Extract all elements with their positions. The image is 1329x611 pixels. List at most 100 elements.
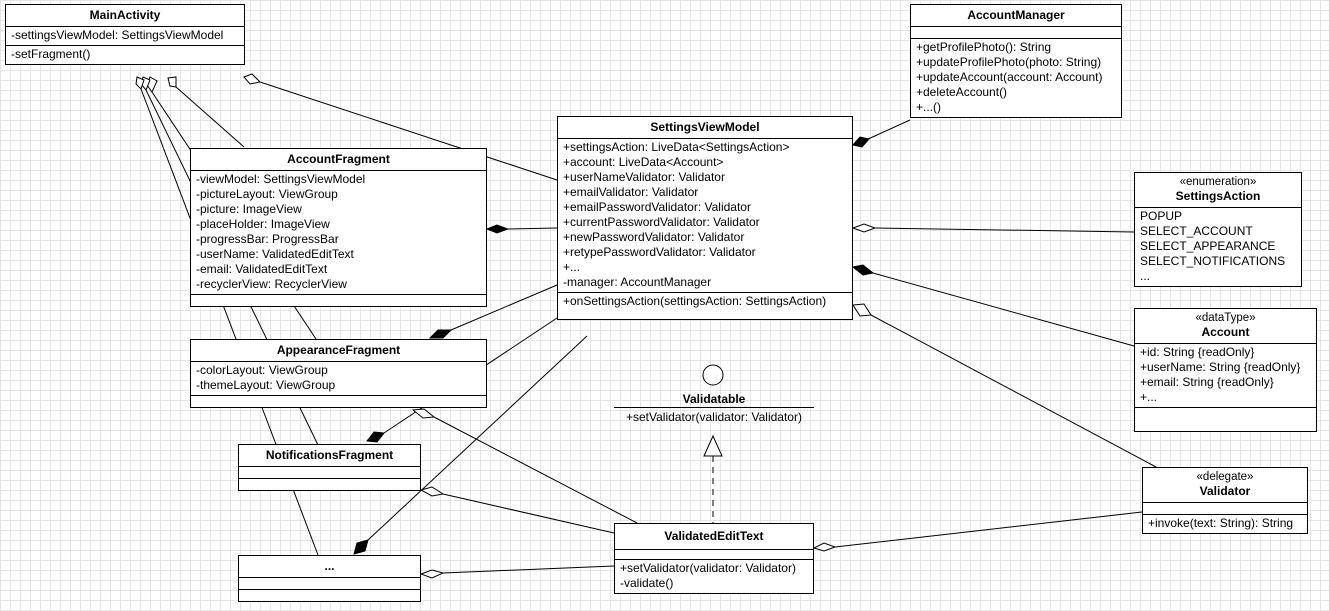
composition-diamond — [851, 264, 875, 276]
assoc-validatededittext-validator — [834, 511, 1143, 548]
enum-literal: POPUP — [1140, 209, 1183, 223]
attribute: +emailValidator: Validator — [563, 185, 699, 199]
composition-diamond — [366, 431, 385, 443]
assoc-settingsviewmodel-settingsaction — [874, 227, 1135, 233]
enum-settings-action[interactable]: «enumeration» SettingsAction POPUP SELEC… — [1134, 172, 1302, 287]
attribute: +account: LiveData<Account> — [563, 155, 724, 169]
datatype-account[interactable]: «dataType» Account +id: String {readOnly… — [1134, 308, 1317, 432]
class-account-fragment[interactable]: AccountFragment -viewModel: SettingsView… — [190, 148, 487, 307]
attribute: -placeHolder: ImageView — [196, 217, 330, 231]
class-name: AppearanceFragment — [191, 340, 486, 362]
literals-section: POPUP SELECT_ACCOUNT SELECT_APPEARANCE S… — [1135, 208, 1301, 286]
aggregation-diamond — [812, 542, 837, 552]
realization-arrowhead — [703, 434, 723, 457]
class-name: AccountManager — [911, 5, 1121, 27]
operation: +updateAccount(account: Account) — [916, 70, 1103, 84]
class-ellipsis[interactable]: ... — [238, 555, 421, 602]
aggregation-diamond — [135, 76, 145, 90]
class-name: «dataType» Account — [1135, 309, 1316, 344]
aggregation-diamond — [411, 408, 436, 419]
attributes-section — [239, 578, 420, 589]
class-name: ValidatedEditText — [615, 524, 813, 550]
stereotype: «delegate» — [1196, 471, 1254, 483]
aggregation-diamond — [419, 486, 445, 497]
class-main-activity[interactable]: MainActivity -settingsViewModel: Setting… — [5, 4, 245, 65]
operations-section — [1135, 407, 1316, 431]
class-appearance-fragment[interactable]: AppearanceFragment -colorLayout: ViewGro… — [190, 339, 487, 408]
attribute: +settingsAction: LiveData<SettingsAction… — [563, 140, 790, 154]
class-name: ... — [239, 556, 420, 578]
operations-section — [239, 478, 420, 490]
assoc-settingsviewmodel-accountmanager — [865, 119, 911, 141]
assoc-settingsviewmodel-validator — [870, 314, 1157, 468]
attributes-section — [239, 467, 420, 478]
operation: +setValidator(validator: Validator) — [620, 561, 796, 575]
operation: +setValidator(validator: Validator) — [626, 410, 802, 424]
operations-section — [239, 589, 420, 601]
operations-section — [191, 294, 486, 306]
attribute: -recyclerView: RecyclerView — [196, 277, 347, 291]
class-name: AccountFragment — [191, 149, 486, 171]
attribute: +id: String {readOnly} — [1140, 345, 1255, 359]
class-name: NotificationsFragment — [239, 445, 420, 467]
aggregation-diamond — [419, 569, 445, 579]
class-validated-edit-text[interactable]: ValidatedEditText +setValidator(validato… — [614, 523, 814, 594]
enum-literal: SELECT_APPEARANCE — [1140, 239, 1276, 253]
composition-diamond — [852, 136, 870, 148]
class-settings-view-model[interactable]: SettingsViewModel +settingsAction: LiveD… — [557, 116, 853, 320]
assoc-notificationsfragment-validatededittext — [442, 493, 615, 534]
attribute: -manager: AccountManager — [563, 275, 712, 289]
operations-section: +onSettingsAction(settingsAction: Settin… — [558, 292, 852, 319]
delegate-validator[interactable]: «delegate» Validator +invoke(text: Strin… — [1142, 467, 1308, 534]
attribute: -picture: ImageView — [196, 202, 302, 216]
assoc-mainactivity-settingsviewmodel — [259, 81, 558, 181]
attribute: +userName: String {readOnly} — [1140, 360, 1301, 374]
composition-diamond — [485, 224, 510, 234]
class-notifications-fragment[interactable]: NotificationsFragment — [238, 444, 421, 491]
stereotype: «enumeration» — [1179, 176, 1257, 188]
class-name: SettingsViewModel — [558, 117, 852, 139]
operation: +deleteAccount() — [916, 85, 1008, 99]
class-name-text: Account — [1201, 325, 1250, 339]
operation: +getProfilePhoto(): String — [916, 40, 1052, 54]
enum-literal: SELECT_NOTIFICATIONS — [1140, 254, 1286, 268]
operations-section: +getProfilePhoto(): String +updateProfil… — [911, 38, 1121, 117]
aggregation-diamond — [167, 76, 177, 88]
enum-literal: ... — [1140, 269, 1151, 283]
assoc-settingsviewmodel-account — [872, 272, 1135, 347]
operation: +...() — [916, 100, 942, 114]
assoc-mainactivity-accountfragment — [175, 86, 245, 148]
class-name: «enumeration» SettingsAction — [1135, 173, 1301, 208]
aggregation-diamond — [852, 303, 872, 317]
composition-diamond — [428, 329, 453, 339]
class-name-text: SettingsAction — [1175, 189, 1261, 203]
operation: -setFragment() — [11, 47, 91, 61]
assoc-ellipsis-validatededittext — [442, 565, 615, 574]
attributes-section: -colorLayout: ViewGroup -themeLayout: Vi… — [191, 362, 486, 395]
class-name: «delegate» Validator — [1143, 468, 1307, 503]
operations-section — [191, 395, 486, 407]
aggregation-diamond — [851, 223, 877, 233]
attributes-section: +settingsAction: LiveData<SettingsAction… — [558, 139, 852, 292]
class-account-manager[interactable]: AccountManager +getProfilePhoto(): Strin… — [910, 4, 1122, 118]
class-name: MainActivity — [6, 5, 244, 27]
attribute: -userName: ValidatedEditText — [196, 247, 354, 261]
attribute: +currentPasswordValidator: Validator — [563, 215, 760, 229]
operations-section: -setFragment() — [6, 45, 244, 64]
assoc-appearancefragment-validatededittext — [433, 416, 638, 524]
operation: -validate() — [620, 576, 674, 590]
attribute: +... — [563, 260, 581, 274]
attribute: +retypePasswordValidator: Validator — [563, 245, 756, 259]
operation: +invoke(text: String): String — [1148, 516, 1294, 530]
aggregation-diamond — [243, 73, 262, 85]
attributes-section: -viewModel: SettingsViewModel -pictureLa… — [191, 171, 486, 294]
composition-diamond — [353, 539, 369, 555]
assoc-settingsviewmodel-accountfragment — [507, 227, 558, 230]
attribute: +... — [1140, 390, 1158, 404]
attribute: -viewModel: SettingsViewModel — [196, 172, 366, 186]
attribute: -colorLayout: ViewGroup — [196, 363, 328, 377]
attribute: -themeLayout: ViewGroup — [196, 378, 336, 392]
interface-name: Validatable — [682, 392, 746, 406]
interface-validatable[interactable]: Validatable +setValidator(validator: Val… — [614, 391, 814, 427]
attribute: -pictureLayout: ViewGroup — [196, 187, 338, 201]
